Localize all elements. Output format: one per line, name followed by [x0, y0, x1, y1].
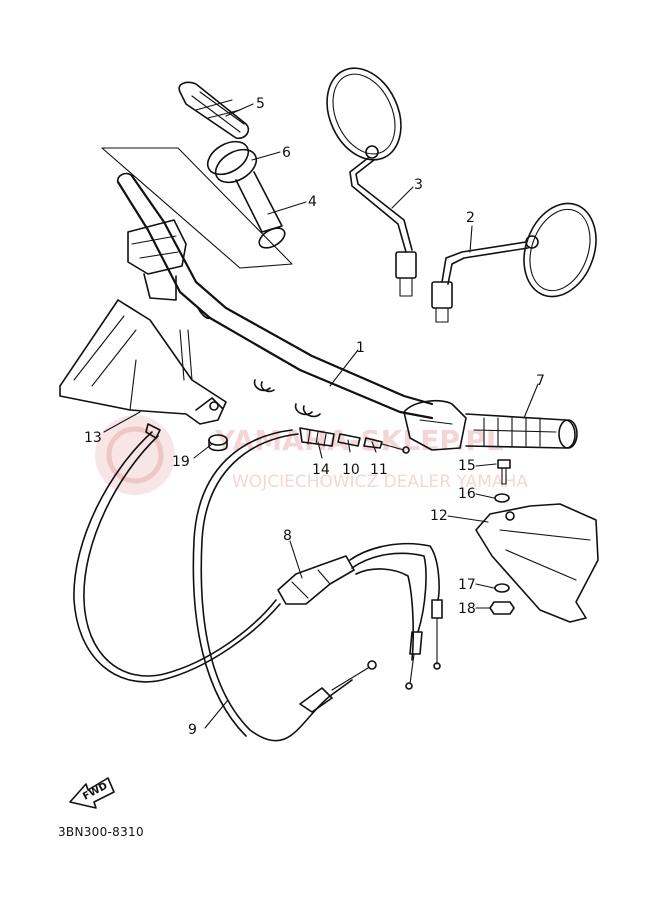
callout-6: 6 — [282, 145, 291, 161]
handlebar — [116, 172, 434, 420]
callout-labels: 5 6 4 3 2 1 7 8 9 10 11 12 13 14 15 16 1… — [84, 96, 545, 738]
callout-18: 18 — [458, 601, 476, 617]
callout-3: 3 — [414, 177, 423, 193]
cable-adjuster-group — [299, 427, 410, 454]
callout-19: 19 — [172, 454, 190, 470]
callout-8: 8 — [283, 528, 292, 544]
leader-lines — [103, 103, 539, 729]
forward-arrow-icon: FWD — [69, 777, 115, 809]
diagram-part-code: 3BN300-8310 — [58, 825, 144, 839]
clutch-cable — [192, 429, 377, 742]
rear-view-mirror-right — [326, 67, 417, 297]
callout-10: 10 — [342, 462, 360, 478]
grip-assembly-bracket — [101, 147, 293, 269]
callout-2: 2 — [466, 210, 475, 226]
callout-12: 12 — [430, 508, 448, 524]
hand-guard-left — [475, 503, 599, 623]
callout-14: 14 — [312, 462, 330, 478]
watermark-dealer: WOJCIECHOWICZ DEALER YAMAHA — [232, 472, 528, 492]
dealer-watermark: YAMAHA-SKLEP.PL WOJCIECHOWICZ DEALER YAM… — [95, 415, 528, 495]
callout-5: 5 — [256, 96, 265, 112]
hand-guard-right — [59, 299, 227, 425]
callout-9: 9 — [188, 722, 197, 738]
callout-16: 16 — [458, 486, 476, 502]
throttle-cable — [73, 423, 443, 690]
callout-13: 13 — [84, 430, 102, 446]
callout-17: 17 — [458, 577, 476, 593]
right-grip-assembly — [178, 81, 286, 249]
left-grip-assembly — [403, 399, 578, 451]
callout-11: 11 — [370, 462, 388, 478]
callout-15: 15 — [458, 458, 476, 474]
rear-view-mirror-left — [431, 202, 597, 323]
callout-4: 4 — [308, 194, 317, 210]
callout-7: 7 — [536, 373, 545, 389]
callout-1: 1 — [356, 340, 365, 356]
